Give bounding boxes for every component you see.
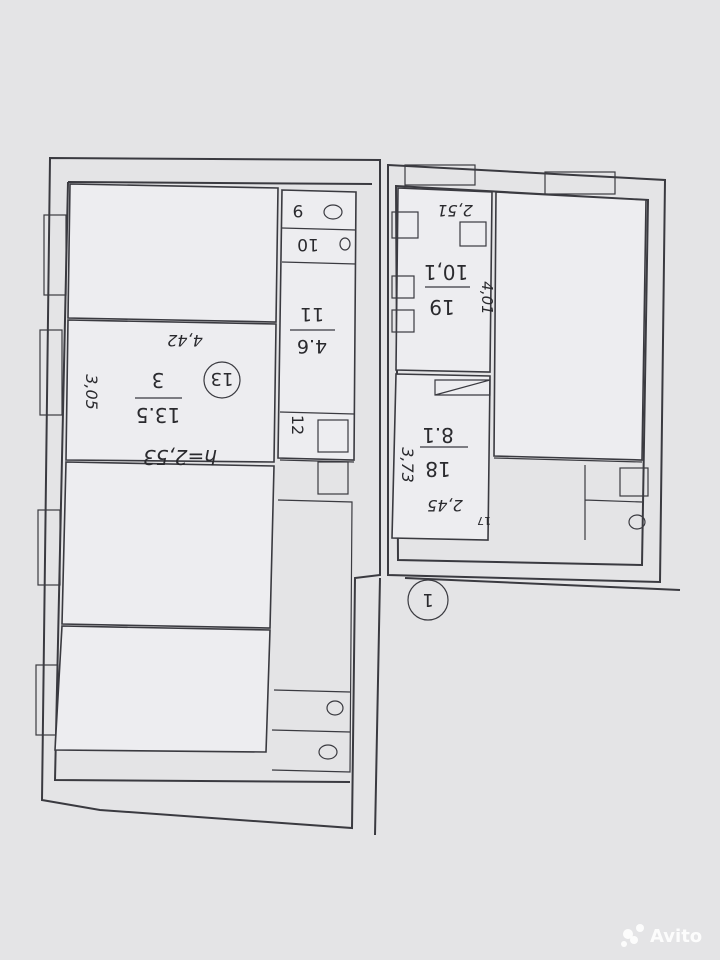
stove-icon — [391, 211, 419, 239]
room-18-length: 3,73 — [398, 447, 417, 483]
walls — [35, 156, 681, 836]
room-3-width: 3,05 — [82, 374, 101, 410]
stove-icon — [459, 221, 487, 247]
sink-icon — [391, 309, 415, 333]
toilet-icon — [628, 514, 646, 530]
toilet-icon — [323, 204, 343, 220]
room-19-area: 10,1 — [424, 260, 469, 284]
room-10-label: 10 — [297, 234, 319, 254]
room-18-area: 8.1 — [422, 423, 454, 447]
shower-icon — [619, 467, 649, 497]
ceiling-height: h=2,53 — [143, 445, 217, 469]
avito-watermark: Avito — [621, 924, 702, 947]
room-3-length: 4,42 — [167, 331, 203, 350]
apartment-13-label: 13 — [211, 368, 234, 389]
apartment-1-label: 1 — [422, 589, 433, 610]
room-19-width: 2,51 — [437, 201, 473, 220]
room-19-length: 4,01 — [478, 281, 496, 314]
toilet-icon — [326, 700, 344, 716]
room-11-label: 11 — [300, 303, 324, 325]
room-18-width: 2,45 — [427, 496, 463, 515]
room-labels: 9 10 11 4.6 13 3 13.5 4,42 3,05 h=2,53 1… — [82, 200, 496, 621]
room-12-label: 12 — [288, 415, 307, 435]
room-9-label: 9 — [293, 200, 304, 220]
sink-icon — [391, 275, 415, 299]
room-19-label: 19 — [429, 295, 454, 319]
shower-icon — [317, 419, 349, 453]
apartment-13-marker — [203, 361, 241, 399]
room-17-label: 17 — [477, 514, 491, 527]
toilet-icon — [339, 237, 351, 251]
apartment-1-marker — [407, 579, 449, 621]
room-3-label: 3 — [152, 368, 165, 392]
room-11-area: 4.6 — [297, 335, 327, 357]
room-18-label: 18 — [425, 457, 450, 481]
toilet-icon — [318, 744, 338, 760]
fixtures — [317, 204, 649, 760]
watermark-text: Avito — [650, 926, 702, 947]
shower-icon — [317, 461, 349, 495]
room-3-area: 13.5 — [136, 403, 181, 427]
